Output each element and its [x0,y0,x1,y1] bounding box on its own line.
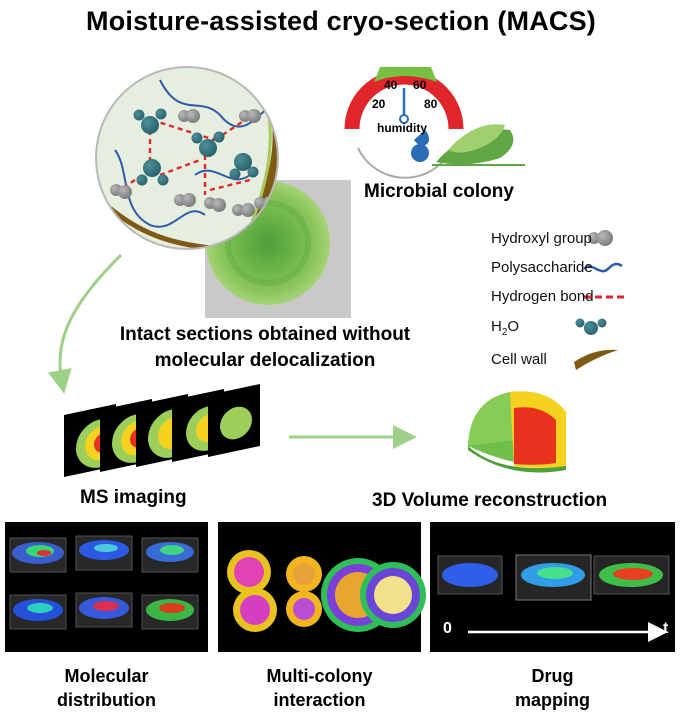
time-end-label: t [663,620,669,637]
panel-molecular-distribution [5,522,208,652]
panel-drug-mapping [430,522,675,652]
humidity-gauge [344,67,464,179]
panel-multi-colony [218,522,426,652]
intact-sections-line1: Intact sections obtained without [119,324,411,345]
gauge-green-segment [374,67,437,82]
time-start-label: 0 [443,620,452,637]
legend-icons [574,230,626,370]
legend-water-label: H2O [491,318,520,338]
water-molecules [133,108,259,186]
water-drop-icon [414,130,430,146]
volume-dome [468,391,566,473]
legend-polysaccharide-label: Polysaccharide [491,259,593,276]
ms-imaging-stack [64,383,260,477]
cell-wall-icon [574,349,618,370]
gauge-tick-40: 40 [384,78,398,92]
legend-hydrogen-bond-label: Hydrogen bond [491,288,594,305]
colony-icon [432,124,525,166]
gauge-humidity-label: humidity [377,121,427,135]
water-molecule-icon [575,318,607,335]
curved-arrow [47,253,123,394]
polysaccharide-icon [583,262,623,273]
colony-sample [205,180,351,318]
hydroxyl-icon [588,230,613,246]
ms-imaging-label: MS imaging [80,487,187,508]
microbial-colony-label: Microbial colony [364,181,514,202]
legend-hydroxyl-label: Hydroxyl group [491,230,592,247]
intact-sections-line2: molecular delocalization [154,350,376,371]
gauge-tick-60: 60 [413,78,427,92]
figure-title: Moisture-assisted cryo-section (MACS) [86,6,596,36]
volume-reconstruction-label: 3D Volume reconstruction [372,490,608,511]
gauge-red-arc [344,69,464,130]
gauge-tick-20: 20 [372,97,386,111]
legend-cell-wall-label: Cell wall [491,351,547,368]
gauge-tick-80: 80 [424,97,438,111]
